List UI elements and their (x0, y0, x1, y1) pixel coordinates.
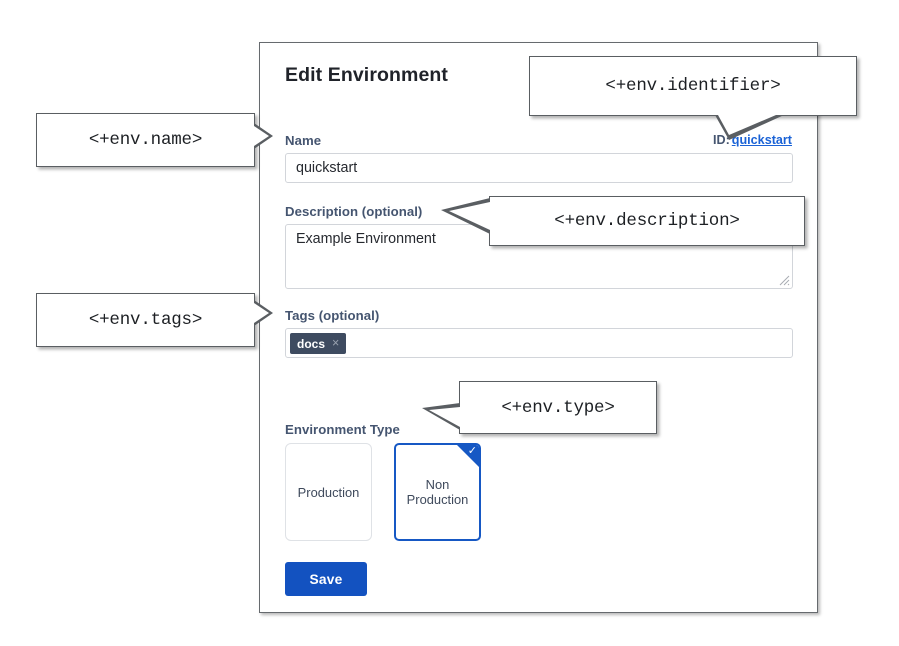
callout-tail-fill (718, 115, 776, 135)
description-field-label: Description (optional) (285, 204, 423, 219)
tag-chip[interactable]: docs × (290, 333, 347, 354)
callout-text: <+env.identifier> (605, 76, 781, 96)
corner-triangle-shape (457, 445, 479, 467)
callout-env-name: <+env.name> (36, 113, 273, 167)
environment-type-option-production[interactable]: Production (285, 443, 372, 541)
callout-tail-fill (429, 407, 460, 427)
close-icon[interactable]: × (332, 336, 340, 351)
callout-env-type: <+env.type> (422, 381, 657, 434)
page-title: Edit Environment (285, 64, 449, 86)
check-glyph: ✓ (467, 445, 477, 457)
resize-grip-icon[interactable] (779, 275, 790, 286)
environment-type-option-label-line1: Non (425, 477, 450, 492)
name-field-label: Name (285, 133, 322, 148)
save-button[interactable]: Save (285, 562, 367, 596)
environment-type-option-label: Production (297, 484, 360, 500)
tags-input[interactable]: docs × (285, 328, 793, 358)
checkmark-icon: ✓ (457, 445, 479, 467)
tag-chip-label: docs (297, 336, 326, 351)
callout-env-identifier: <+env.identifier> (529, 56, 857, 140)
environment-type-option-label-line2: Production (406, 492, 469, 507)
callout-tail-fill (254, 126, 269, 146)
callout-env-description: <+env.description> (441, 196, 805, 246)
callout-text: <+env.description> (554, 211, 740, 231)
callout-env-tags: <+env.tags> (36, 293, 273, 347)
callout-text: <+env.name> (88, 130, 203, 150)
callout-text: <+env.type> (501, 397, 615, 418)
callout-text: <+env.tags> (88, 310, 203, 330)
name-input[interactable] (285, 153, 793, 183)
callout-tail-fill (254, 303, 269, 323)
environment-type-label: Environment Type (285, 422, 400, 437)
description-value: Example Environment (296, 231, 436, 247)
tags-field-label: Tags (optional) (285, 308, 380, 323)
callout-tail-fill (449, 202, 490, 230)
